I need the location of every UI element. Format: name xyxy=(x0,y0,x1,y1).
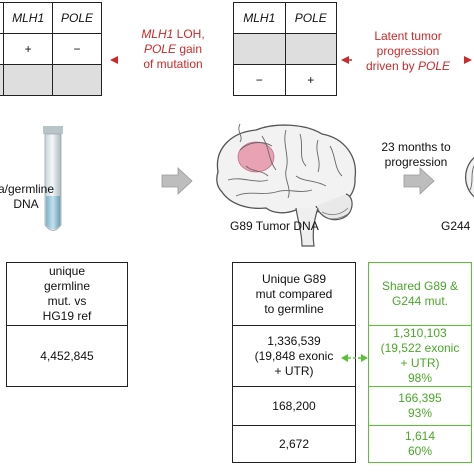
cell-line: 60% xyxy=(407,444,433,458)
g244-label: G244 xyxy=(441,219,471,233)
genotype-table-middle: MLH1 POLE − + xyxy=(233,2,337,96)
shared-mutation-table: Shared G89 & G244 mut. 1,310,103 (19,522… xyxy=(368,262,472,463)
table-header-cell: Shared G89 & G244 mut. xyxy=(368,262,472,326)
tumor-dna-label: G89 Tumor DNA xyxy=(230,219,319,233)
table-cell-mlh1-value: − xyxy=(233,64,286,96)
table-header-pole: POLE xyxy=(284,2,337,34)
gene-name: POLE xyxy=(418,59,451,73)
table-cell: 1,310,103 (19,522 exonic + UTR) 98% xyxy=(368,325,472,387)
table-cell xyxy=(284,33,337,65)
mutation-event-label: MLH1 LOH, POLE gain of mutation xyxy=(118,26,228,73)
table-cell: 1,614 60% xyxy=(368,425,472,463)
progression-time-label: 23 months to progression xyxy=(368,140,464,170)
cell-line: + UTR) xyxy=(274,363,314,378)
table-cell: 166,395 93% xyxy=(368,386,472,426)
germline-mutation-table: unique germline mut. vs HG19 ref 4,452,8… xyxy=(6,262,128,387)
header-line: unique xyxy=(48,264,86,278)
label-text: Latent tumor xyxy=(374,29,442,43)
genotype-table-left: MLH1 POLE + − xyxy=(0,2,102,96)
header-line: G244 mut. xyxy=(391,294,449,308)
cell-line: (19,848 exonic xyxy=(254,348,334,363)
header-line: Shared G89 & xyxy=(381,279,459,293)
cell-line: 93% xyxy=(407,406,433,420)
table-cell xyxy=(233,33,286,65)
germline-dna-label: a/germline DNA xyxy=(0,182,66,212)
label-text: DNA xyxy=(13,197,39,211)
table-header-pole: POLE xyxy=(52,2,102,34)
table-header-cell: Unique G89 mut compared to germline xyxy=(232,262,356,326)
cell-line: 1,614 xyxy=(404,429,436,443)
table-cell-value: 4,452,845 xyxy=(6,325,128,387)
header-line: HG19 ref xyxy=(42,309,92,323)
header-line: Unique G89 xyxy=(261,271,327,286)
label-text: a/germline xyxy=(0,182,55,196)
gene-name: POLE xyxy=(143,42,176,56)
cell-line: 1,310,103 xyxy=(393,326,447,340)
progression-driver-label: Latent tumor progression driven by POLE xyxy=(352,28,464,75)
label-text: progression xyxy=(376,44,440,58)
table-cell xyxy=(3,64,54,96)
table-cell xyxy=(0,64,5,96)
label-text: of mutation xyxy=(143,57,203,71)
label-text: 23 months to xyxy=(381,140,451,154)
header-line: to germline xyxy=(264,301,324,316)
cell-line: (19,522 exonic xyxy=(380,341,460,355)
header-line: mut compared xyxy=(255,286,333,301)
label-text: driven by xyxy=(365,59,418,73)
table-cell-value: 2,672 xyxy=(232,425,356,463)
table-cell: 1,336,539 (19,848 exonic + UTR) xyxy=(232,325,356,387)
table-header-cell: unique germline mut. vs HG19 ref xyxy=(6,262,128,326)
cell-line: + UTR) xyxy=(400,356,440,370)
cell-line: 98% xyxy=(407,371,433,385)
cell-line: 166,395 xyxy=(398,391,442,405)
table-cell-pole-value: + xyxy=(284,64,337,96)
header-line: germline xyxy=(43,279,91,293)
gene-name: MLH1 xyxy=(141,27,174,41)
header-line: mut. vs xyxy=(47,294,87,308)
cell-line: 1,336,539 xyxy=(267,333,321,348)
g89-mutation-table: Unique G89 mut compared to germline 1,33… xyxy=(232,262,356,463)
table-cell-mlh1-value: + xyxy=(3,33,54,65)
label-text: gain xyxy=(175,42,203,56)
label-text: progression xyxy=(384,155,448,169)
table-cell xyxy=(52,64,102,96)
label-text: LOH, xyxy=(173,27,205,41)
